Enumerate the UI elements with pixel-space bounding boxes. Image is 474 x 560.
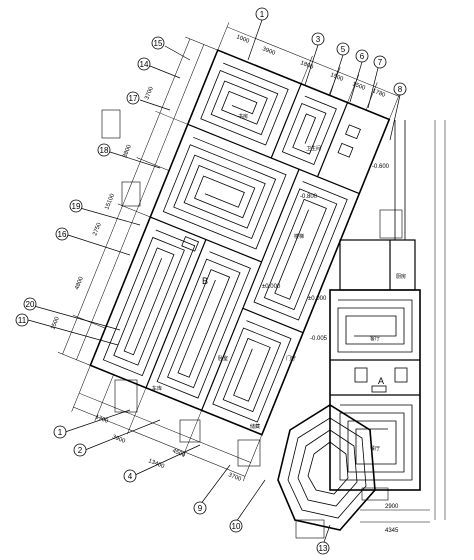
heating-coil [281, 95, 337, 165]
dim-label: 4800 [74, 276, 85, 291]
right-wing [329, 120, 446, 523]
elevation-label: -0.005 [310, 336, 328, 342]
fixture [354, 367, 368, 383]
grid-label: 19 [72, 202, 81, 211]
partition-wall [201, 169, 300, 411]
grid-label: 16 [58, 230, 67, 239]
dim-label: 13400 [147, 458, 165, 470]
room-label: 储藏 [250, 423, 260, 430]
elevation-label: -0.600 [372, 164, 390, 170]
grid-bubbles [15, 7, 407, 555]
grid-label: 13 [319, 544, 328, 553]
dim-label: 4500 [171, 448, 186, 459]
callouts [101, 109, 403, 539]
grid-label: 11 [18, 316, 27, 325]
heating-coil [156, 251, 251, 399]
dim-label: 2750 [92, 222, 103, 237]
heating-coil [212, 320, 292, 423]
grid-label: 9 [198, 504, 203, 513]
dim-label: 3700 [144, 86, 155, 101]
partition-wall [242, 307, 304, 334]
dim-label: 15100 [104, 192, 116, 210]
dim-label: 3900 [261, 46, 276, 57]
room-label: 厨房 [396, 273, 406, 280]
room-label: 卧室 [218, 355, 228, 362]
grid-axes [27, 19, 401, 546]
grid-label: 15 [154, 39, 163, 48]
outer-wall [277, 404, 376, 531]
elevation-label: ±0.000 [262, 284, 281, 290]
partition-wall [145, 239, 207, 389]
dimension-line [73, 406, 246, 477]
fixture [337, 142, 354, 158]
heating-coil [200, 62, 289, 146]
heating-coil [339, 404, 413, 481]
fixture [394, 367, 408, 383]
marker-label: A [378, 376, 384, 386]
grid-label: 7 [378, 58, 383, 67]
grid-label: 18 [100, 146, 109, 155]
dim-label: 1500 [329, 72, 344, 83]
dim-label: 3800 [122, 144, 133, 159]
dim-label: 1000 [235, 34, 250, 45]
room-label: 门厅 [286, 355, 296, 362]
grid-label: 1 [260, 10, 265, 19]
heating-coil [162, 136, 287, 250]
grid-bubble-labels: 1 3 5 6 7 8 15 14 17 18 19 16 20 11 1 2 … [18, 10, 403, 553]
room-label: 楼梯 [294, 233, 304, 240]
grid-label: 8 [398, 85, 403, 94]
round-bay [277, 404, 376, 531]
elevation-label: -0.800 [300, 194, 318, 200]
dim-label: 1500 [50, 316, 61, 331]
dim-label: 1800 [299, 60, 314, 71]
dim-label: 1700 [94, 414, 109, 425]
dim-label: 1500 [351, 81, 366, 92]
grid-label: 5 [341, 45, 346, 54]
heating-coil [253, 181, 348, 321]
main-building [57, 22, 401, 482]
outer-wall [329, 289, 421, 491]
grid-label: 20 [26, 300, 35, 309]
fixture [345, 124, 361, 140]
fixture [371, 385, 387, 393]
outer-wall [339, 239, 416, 291]
grid-label: 6 [360, 52, 365, 61]
marker-label: B [202, 276, 208, 286]
room-labels: 书房 卧室 客厅 餐厅 厨房 卫生间 门厅 楼梯 储藏 车库 [152, 113, 406, 452]
partition-wall [270, 83, 302, 159]
grid-label: 4 [128, 472, 133, 481]
heating-coil [102, 229, 196, 377]
dim-label: 3900 [111, 434, 126, 445]
room-label: 客厅 [370, 335, 380, 342]
fixture [181, 236, 200, 252]
room-label: 车库 [152, 385, 162, 392]
dimension-line [62, 38, 191, 355]
room-label: 书房 [238, 113, 248, 120]
grid-label: 10 [232, 522, 241, 531]
heating-coil [337, 299, 413, 353]
dim-label: 2900 [385, 504, 399, 510]
heating-coil [287, 417, 367, 519]
grid-label: 14 [140, 60, 149, 69]
grid-label: 3 [316, 35, 321, 44]
room-label: 餐厅 [370, 445, 380, 452]
dim-label: 1780 [371, 88, 386, 99]
grid-label: 17 [129, 94, 138, 103]
dimension-labels: 1000 3900 1800 1500 1500 1780 3700 3800 … [50, 34, 399, 534]
partition-wall [187, 123, 360, 195]
outer-wall [89, 49, 391, 436]
partition-wall [317, 102, 349, 177]
dim-label: 3700 [227, 472, 242, 483]
grid-label: 1 [58, 428, 63, 437]
grid-label: 2 [78, 446, 83, 455]
room-label: 卫生间 [306, 145, 321, 152]
dim-label: 4345 [385, 528, 399, 534]
elevation-label: ±0.000 [308, 296, 327, 302]
room-markers: A B [202, 276, 384, 386]
dimension-line [79, 392, 251, 463]
